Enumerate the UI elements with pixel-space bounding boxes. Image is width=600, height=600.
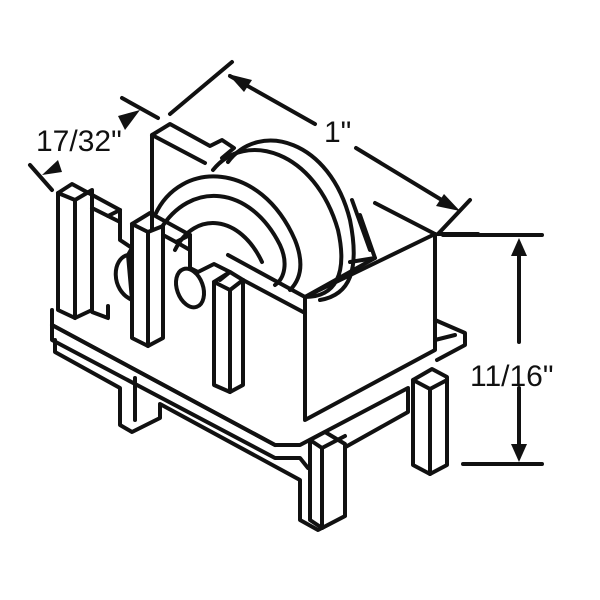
dimension-width [28, 96, 160, 192]
front-post-right [212, 270, 307, 394]
right-foot-post [411, 367, 449, 476]
dimension-height-label: 11/16" [470, 360, 554, 393]
dimension-height [441, 233, 544, 466]
roller-wheel [153, 138, 377, 302]
front-leg [308, 430, 347, 530]
rear-post [150, 122, 236, 247]
front-post-middle [130, 211, 200, 348]
dimension-width-label: 17/32" [36, 125, 122, 158]
dimension-length [168, 60, 480, 236]
front-post-left [56, 182, 134, 320]
dimension-length-label: 1" [324, 116, 352, 149]
